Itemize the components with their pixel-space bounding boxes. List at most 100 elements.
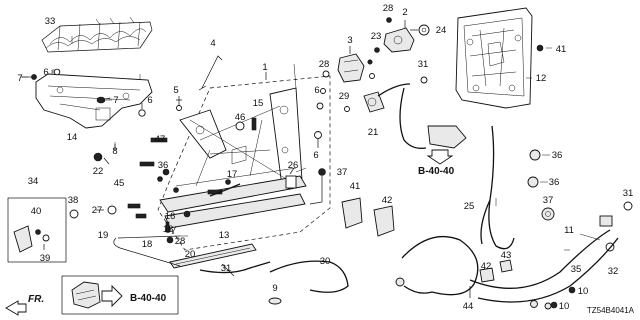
callout-7b: 7	[113, 95, 118, 106]
callout-21: 21	[368, 127, 379, 138]
callout-19: 19	[98, 230, 109, 241]
callout-41a: 41	[350, 181, 361, 192]
callout-27: 28	[175, 236, 186, 247]
fasteners-6-7-left	[22, 68, 146, 117]
callout-35: 36	[158, 160, 169, 171]
callout-14: 14	[67, 132, 78, 143]
part-32-spring-mat	[41, 16, 153, 53]
callout-10b: 10	[559, 301, 570, 312]
part-5-bolt	[176, 96, 182, 111]
leader-lines	[20, 36, 601, 251]
callout-6a: 6	[43, 67, 48, 78]
reference-label-right: B-40-40	[418, 166, 455, 177]
part-40-nut	[536, 44, 544, 52]
callout-4: 4	[210, 38, 215, 49]
part-29-cable	[269, 260, 349, 293]
part-46-strap	[209, 183, 241, 197]
callout-3: 3	[347, 35, 352, 46]
callout-9: 9	[272, 283, 277, 294]
callout-43: 45	[114, 178, 125, 189]
callout-45: 47	[155, 134, 166, 145]
callout-16: 16	[165, 211, 176, 222]
part-1-slide-frame	[159, 87, 307, 229]
front-direction-arrow	[5, 300, 27, 316]
part-13-rail	[169, 243, 257, 269]
front-label: FR.	[28, 294, 44, 305]
reference-right	[426, 125, 467, 165]
callout-31a: 31	[418, 59, 429, 70]
callout-29: 30	[320, 256, 331, 267]
callout-32: 33	[45, 16, 56, 27]
part-10-clips	[550, 286, 576, 309]
part-37-bolt-mid	[309, 168, 326, 205]
part-30-cable	[199, 261, 271, 274]
part-25-clip	[285, 167, 297, 189]
callout-34: 35	[571, 264, 582, 275]
callout-28c: 29	[339, 91, 350, 102]
part-19-20-rod	[113, 235, 181, 267]
callout-11: 11	[564, 225, 574, 236]
callout-1: 1	[262, 62, 267, 73]
part-11-34-harness	[395, 215, 619, 310]
part-24-harness	[480, 125, 515, 250]
callout-labels: 1 2 3 4 5 6 6 6 6 7 7 8 9 10 10 11 12 13…	[17, 3, 633, 312]
part-31-clip-top	[420, 76, 428, 84]
callout-39: 40	[31, 206, 42, 217]
part-14-lower-frame	[35, 69, 153, 129]
part-33-group	[7, 197, 67, 263]
callout-23: 24	[436, 25, 447, 36]
part-4-rod	[198, 55, 223, 91]
callout-5: 5	[173, 85, 178, 96]
callout-10a: 10	[578, 286, 589, 297]
callout-33: 34	[28, 176, 39, 187]
callout-20: 20	[185, 249, 196, 260]
assembly-boundary	[157, 75, 331, 251]
callout-18b: 18	[142, 239, 153, 250]
callout-26: 27	[92, 205, 103, 216]
screws-22-28	[314, 17, 392, 148]
callout-28b: 28	[319, 59, 330, 70]
page-code: TZ54B4041A	[587, 306, 635, 315]
part-3-cover	[337, 46, 365, 83]
part-23-grommet	[410, 24, 430, 36]
callout-18a: 18	[163, 224, 174, 235]
reference-box-left	[61, 275, 179, 315]
callout-38: 39	[40, 253, 51, 264]
callout-30: 31	[221, 263, 232, 274]
callout-17: 17	[227, 169, 238, 180]
callout-6c: 6	[314, 85, 319, 96]
callout-13: 13	[219, 230, 230, 241]
callout-36b: 36	[549, 177, 560, 188]
callout-31b: 31	[623, 188, 634, 199]
callout-2: 2	[402, 7, 407, 18]
part-36-clips	[527, 149, 555, 221]
callout-6b: 6	[147, 95, 152, 106]
callout-24: 25	[464, 201, 475, 212]
part-37-nut-left	[69, 209, 79, 219]
callout-28a: 28	[383, 3, 394, 14]
callout-22a: 22	[93, 166, 104, 177]
part-31-clips-right	[605, 201, 633, 252]
callout-31c: 32	[608, 266, 619, 277]
part-12-back-frame	[455, 7, 533, 109]
part-21-motor	[363, 83, 427, 149]
callout-42c: 44	[463, 301, 474, 312]
callout-37a: 37	[337, 167, 348, 178]
reference-label-left: B-40-40	[130, 293, 167, 304]
callout-36c: 37	[543, 195, 554, 206]
callout-15: 15	[253, 98, 264, 109]
callout-36a: 36	[552, 150, 563, 161]
callout-25: 26	[288, 160, 299, 171]
part-9-ring	[268, 297, 282, 305]
callout-41b: 42	[382, 195, 393, 206]
part-42-clips	[469, 259, 513, 298]
callout-8: 8	[112, 146, 117, 157]
callout-42b: 43	[501, 250, 512, 261]
callout-6d: 6	[313, 150, 318, 161]
callout-42a: 42	[481, 261, 492, 272]
callout-12: 12	[536, 73, 547, 84]
callout-37b: 38	[68, 195, 79, 206]
part-2-bracket	[383, 20, 415, 53]
callout-22b: 23	[371, 31, 382, 42]
